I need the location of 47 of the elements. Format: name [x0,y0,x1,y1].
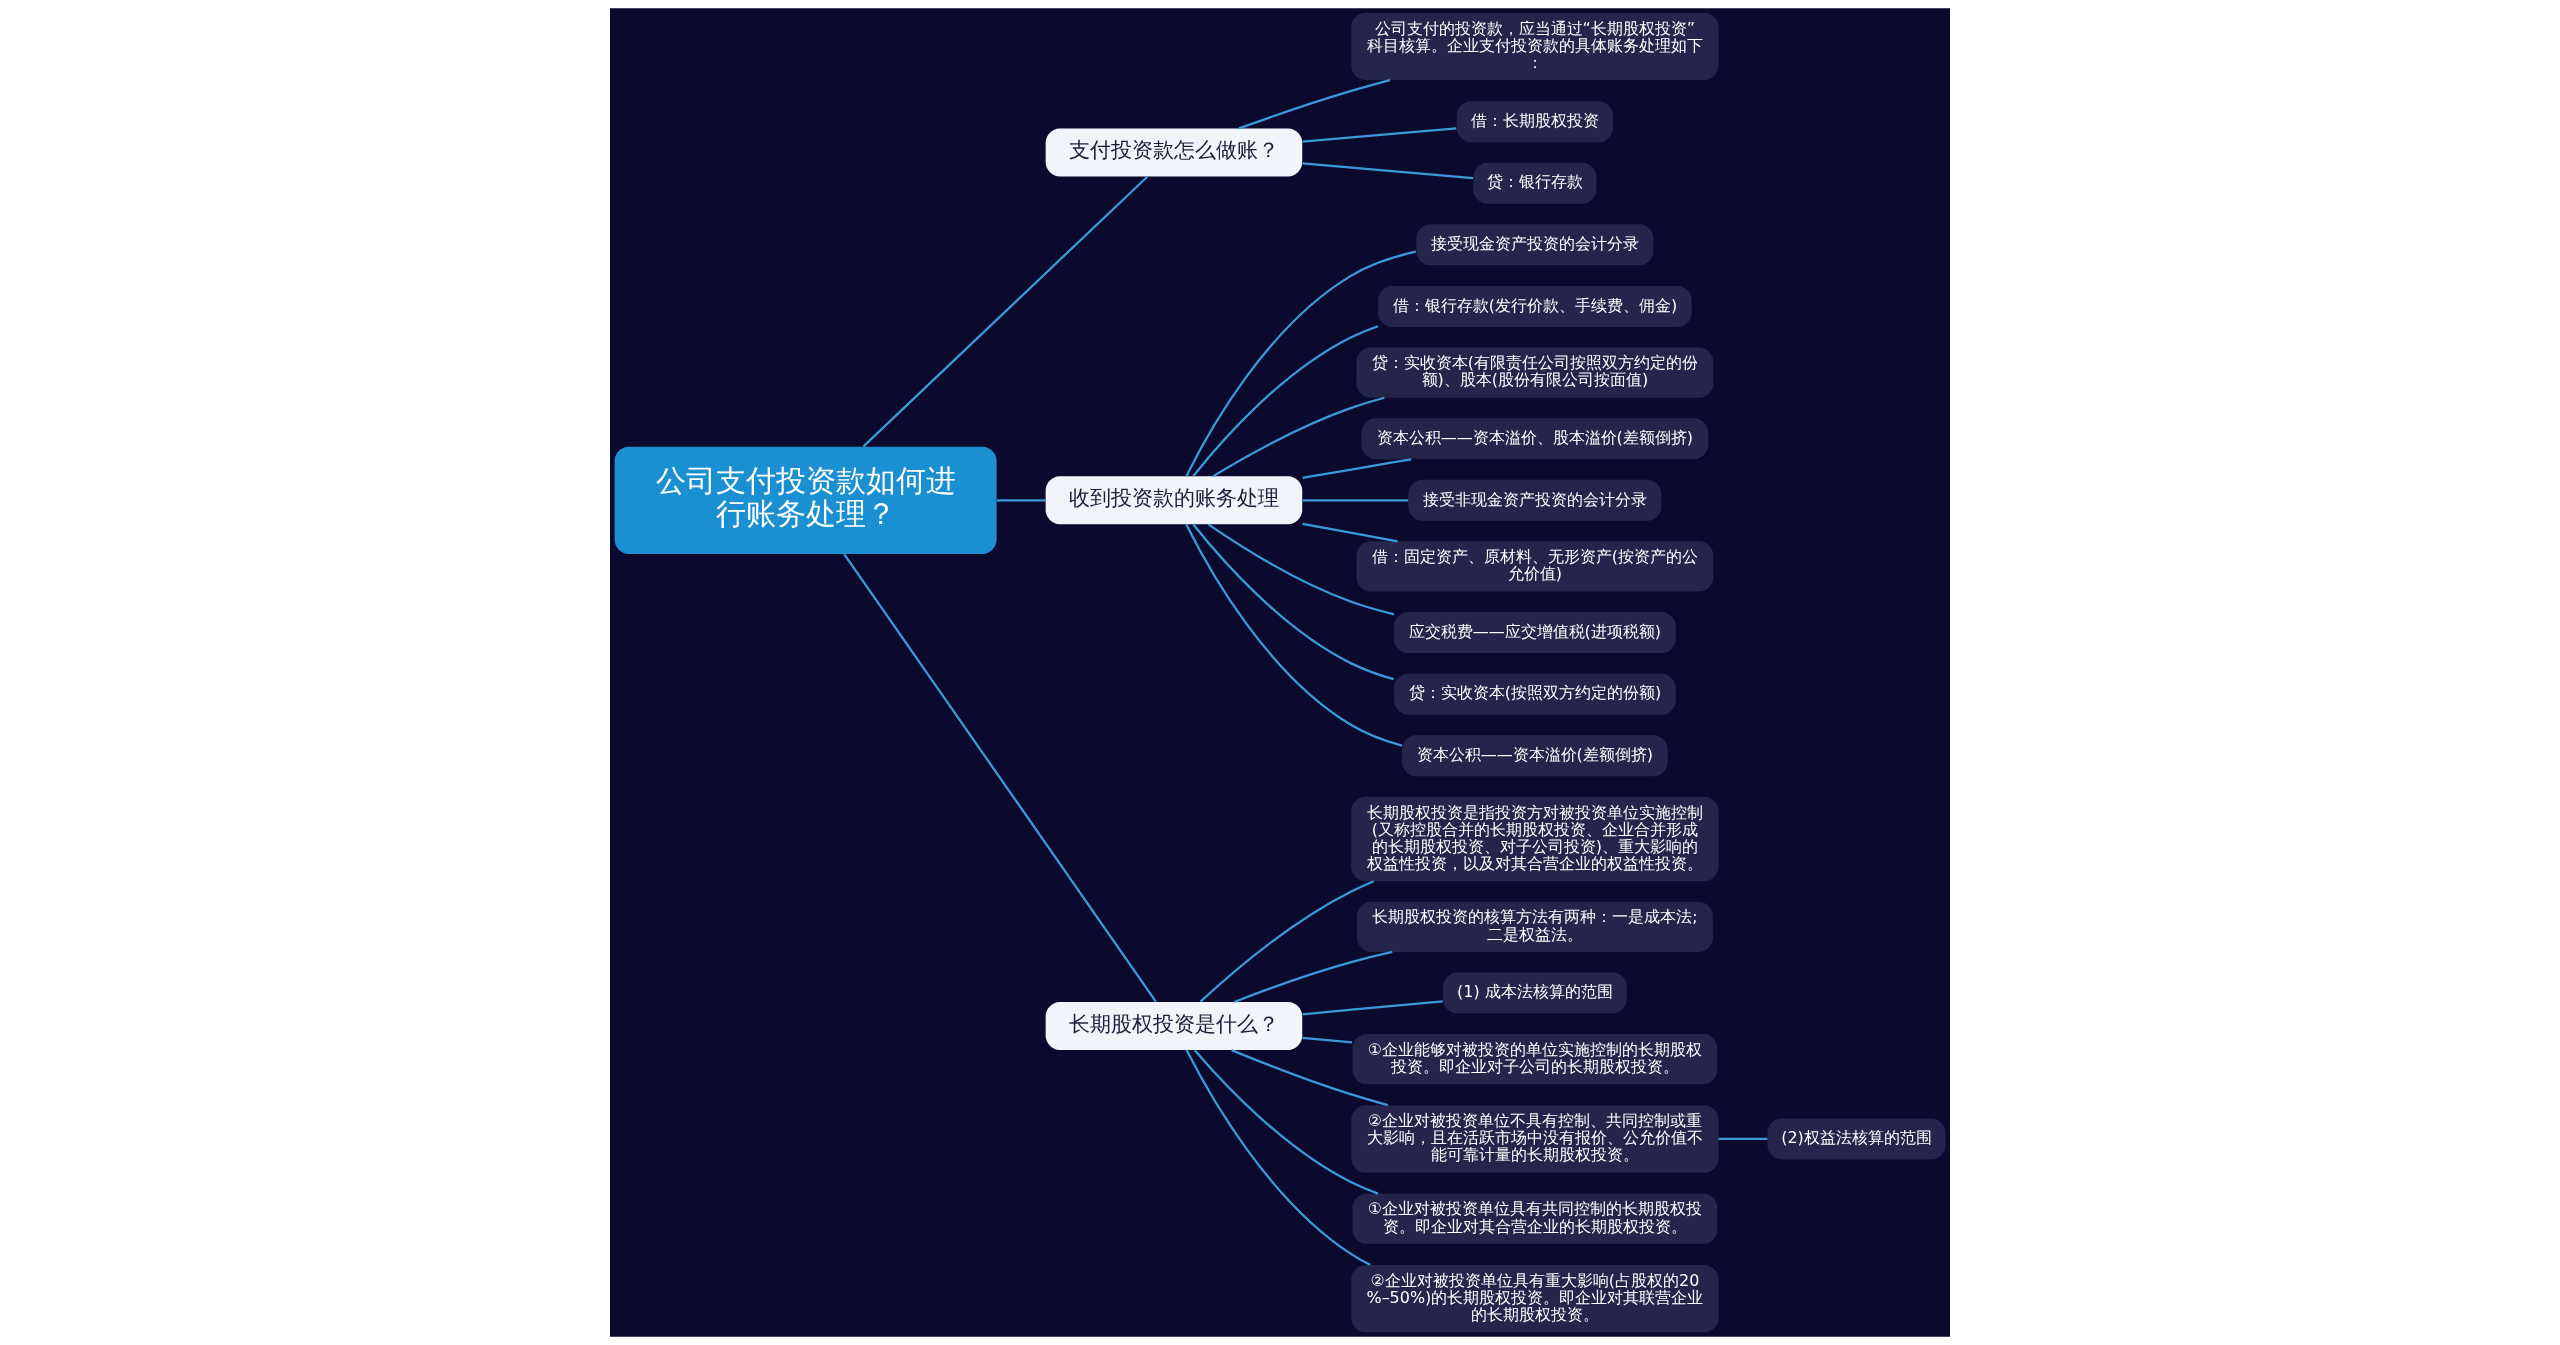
node-box: 长期股权投资是指投资方对被投资单位实施控制(又称控股合并的长期股权投资、企业合并形成的长期股权投资、对子公司投资)、重大影响的权益性投资，以及对其合营企业的权益性投资。 [1351,796,1719,882]
connector [862,175,1149,448]
connector [1192,523,1394,681]
node-box: ②企业对被投资单位具有重大影响(占股权的20%–50%)的长期股权投资。即企业对其联营企业的长期股权投资。 [1351,1264,1719,1333]
node-box: 应交税费——应交增值税(进项税额) [1394,612,1676,654]
connector [1185,250,1417,477]
connector [996,499,1046,502]
node-box: (1) 成本法核算的范围 [1443,972,1627,1014]
node-box: 支付投资款怎么做账？ [1045,128,1303,177]
connector [1231,1049,1389,1107]
node-box: 借：银行存款(发行价款、手续费、佣金) [1378,285,1692,327]
connector [1718,1137,1768,1141]
connector [1212,396,1385,478]
node-box: ②企业对被投资单位不具有控制、共同控制或重大影响，且在活跃市场中没有报价、公允价值不能可靠计量的长期股权投资。 [1351,1105,1719,1173]
node-box: 借：固定资产、原材料、无形资产(按资产的公允价值) [1356,541,1714,592]
connector [1233,950,1393,1004]
connector [1302,522,1398,543]
connector [1193,1049,1379,1195]
node-box: (2)权益法核算的范围 [1767,1118,1946,1160]
connector [1238,78,1391,130]
node-box: 借：长期股权投资 [1456,101,1613,143]
node-box: 收到投资款的账务处理 [1045,476,1303,525]
node-box: ①企业能够对被投资的单位实施控制的长期股权投资。即企业对子公司的长期股权投资。 [1352,1034,1718,1085]
connector [1302,127,1457,143]
node-box: 资本公积——资本溢价、股本溢价(差额倒挤) [1361,418,1709,460]
connector [1302,1036,1353,1044]
node-box: 接受非现金资产投资的会计分录 [1408,479,1662,521]
node-box: 贷：实收资本(有限责任公司按照双方约定的份额)、股本(股份有限公司按面值) [1356,347,1714,398]
connector [1302,162,1474,180]
connector [1302,458,1412,480]
node-box: 贷：银行存款 [1473,162,1597,204]
connector [843,553,1157,1003]
connector [1185,1049,1371,1266]
connector [1199,880,1375,1003]
node-box: 接受现金资产投资的会计分录 [1416,224,1654,266]
node-box: 长期股权投资的核算方法有两种：一是成本法;二是权益法。 [1357,901,1713,952]
node-box: 长期股权投资是什么？ [1045,1002,1303,1050]
node-box: 公司支付的投资款，应当通过“长期股权投资”科目核算。企业支付投资款的具体账务处理如下： [1351,12,1719,81]
node-box: ①企业对被投资单位具有共同控制的长期股权投资。即企业对其合营企业的长期股权投资。 [1352,1193,1718,1244]
node-box: 公司支付投资款如何进行账务处理？ [614,446,997,554]
connector [1302,499,1409,502]
connector [1207,523,1395,616]
connector [1192,325,1379,477]
connector [1302,1000,1443,1016]
node-box: 资本公积——资本溢价(差额倒挤) [1402,735,1668,777]
connector [1185,523,1403,747]
node-box: 贷：实收资本(按照双方约定的份额) [1394,673,1676,715]
